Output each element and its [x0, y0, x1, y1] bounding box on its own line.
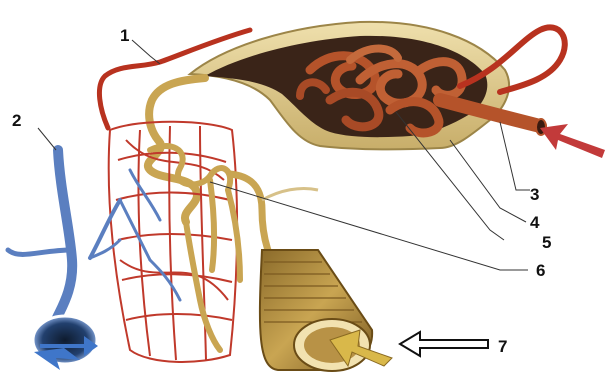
- label-5: 5: [542, 234, 551, 251]
- leader-4: [450, 140, 526, 222]
- label-1: 1: [120, 27, 129, 44]
- outline-arrow: [400, 332, 488, 356]
- renal-vein: [56, 150, 72, 320]
- capillary-network: [109, 122, 237, 362]
- leader-1: [132, 40, 160, 64]
- red-inflow-arrow: [540, 124, 605, 158]
- vein-branch: [8, 250, 72, 254]
- label-6: 6: [536, 262, 545, 279]
- vein-branch-2: [90, 200, 120, 258]
- connecting-tubule: [262, 188, 318, 200]
- label-7: 7: [498, 338, 507, 355]
- label-3: 3: [530, 186, 539, 203]
- leader-2: [38, 128, 56, 150]
- leader-3: [500, 122, 530, 190]
- label-4: 4: [530, 214, 539, 231]
- label-2: 2: [12, 112, 21, 129]
